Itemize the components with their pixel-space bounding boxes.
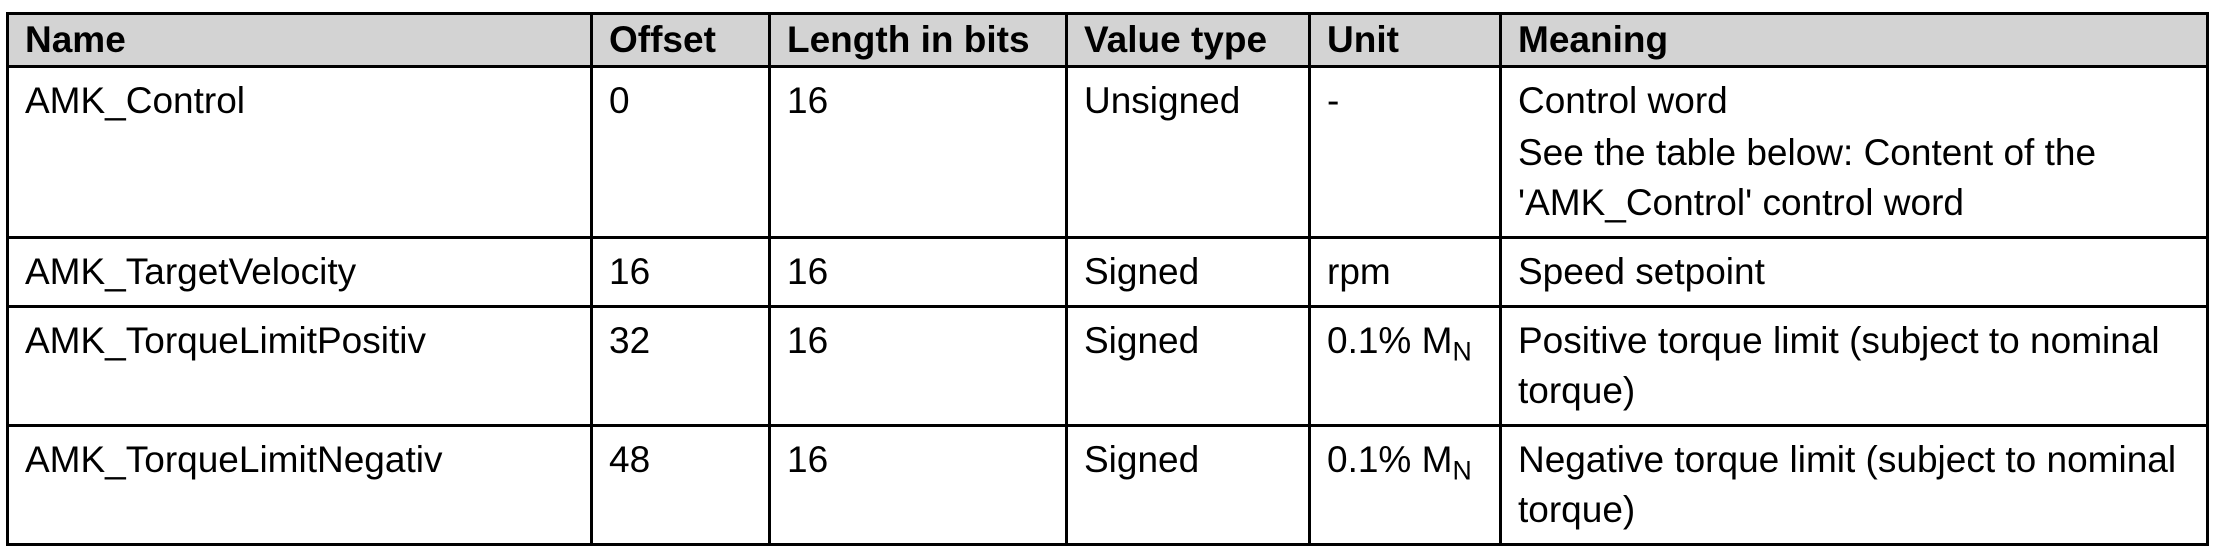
cell-name: AMK_TorqueLimitNegativ: [6, 424, 593, 546]
unit-subscript: N: [1452, 336, 1472, 367]
cell-meaning: Negative torque limit (subject to nomina…: [1499, 424, 2209, 546]
cell-name: AMK_Control: [6, 65, 593, 239]
header-length: Length in bits: [768, 12, 1068, 68]
cell-value-type: Signed: [1065, 305, 1311, 427]
cell-value-type: Unsigned: [1065, 65, 1311, 239]
header-name: Name: [6, 12, 593, 68]
header-meaning: Meaning: [1499, 12, 2209, 68]
header-unit: Unit: [1308, 12, 1502, 68]
table-row: AMK_TargetVelocity 16 16 Signed rpm Spee…: [6, 236, 2209, 308]
cell-offset: 0: [590, 65, 771, 239]
cell-meaning: Control word See the table below: Conten…: [1499, 65, 2209, 239]
unit-text: -: [1327, 80, 1340, 121]
unit-subscript: N: [1452, 455, 1472, 486]
cell-name: AMK_TorqueLimitPositiv: [6, 305, 593, 427]
cell-length: 16: [768, 305, 1068, 427]
meaning-line: Positive torque limit (subject to nomina…: [1518, 320, 2160, 411]
unit-text: 0.1% M: [1327, 320, 1453, 361]
table-row: AMK_TorqueLimitPositiv 32 16 Signed 0.1%…: [6, 305, 2209, 427]
cell-value-type: Signed: [1065, 236, 1311, 308]
table-body: AMK_Control 0 16 Unsigned - Control word…: [6, 65, 2209, 546]
cell-offset: 16: [590, 236, 771, 308]
parameter-table: Name Offset Length in bits Value type Un…: [6, 12, 2209, 546]
cell-offset: 32: [590, 305, 771, 427]
cell-length: 16: [768, 236, 1068, 308]
cell-unit: rpm: [1308, 236, 1502, 308]
table-row: AMK_Control 0 16 Unsigned - Control word…: [6, 65, 2209, 239]
cell-unit: 0.1% MN: [1308, 424, 1502, 546]
header-offset: Offset: [590, 12, 771, 68]
parameter-table-container: Name Offset Length in bits Value type Un…: [6, 12, 2209, 546]
meaning-line: See the table below: Content of the 'AMK…: [1518, 132, 2097, 223]
cell-unit: 0.1% MN: [1308, 305, 1502, 427]
table-row: AMK_TorqueLimitNegativ 48 16 Signed 0.1%…: [6, 424, 2209, 546]
cell-value-type: Signed: [1065, 424, 1311, 546]
cell-meaning: Speed setpoint: [1499, 236, 2209, 308]
cell-length: 16: [768, 65, 1068, 239]
meaning-line: Speed setpoint: [1518, 251, 1765, 292]
header-value-type: Value type: [1065, 12, 1311, 68]
table-header-row: Name Offset Length in bits Value type Un…: [6, 12, 2209, 68]
unit-text: rpm: [1327, 251, 1391, 292]
cell-unit: -: [1308, 65, 1502, 239]
unit-text: 0.1% M: [1327, 439, 1453, 480]
cell-offset: 48: [590, 424, 771, 546]
meaning-line: Control word: [1518, 80, 1728, 121]
cell-name: AMK_TargetVelocity: [6, 236, 593, 308]
cell-meaning: Positive torque limit (subject to nomina…: [1499, 305, 2209, 427]
meaning-line: Negative torque limit (subject to nomina…: [1518, 439, 2177, 530]
cell-length: 16: [768, 424, 1068, 546]
